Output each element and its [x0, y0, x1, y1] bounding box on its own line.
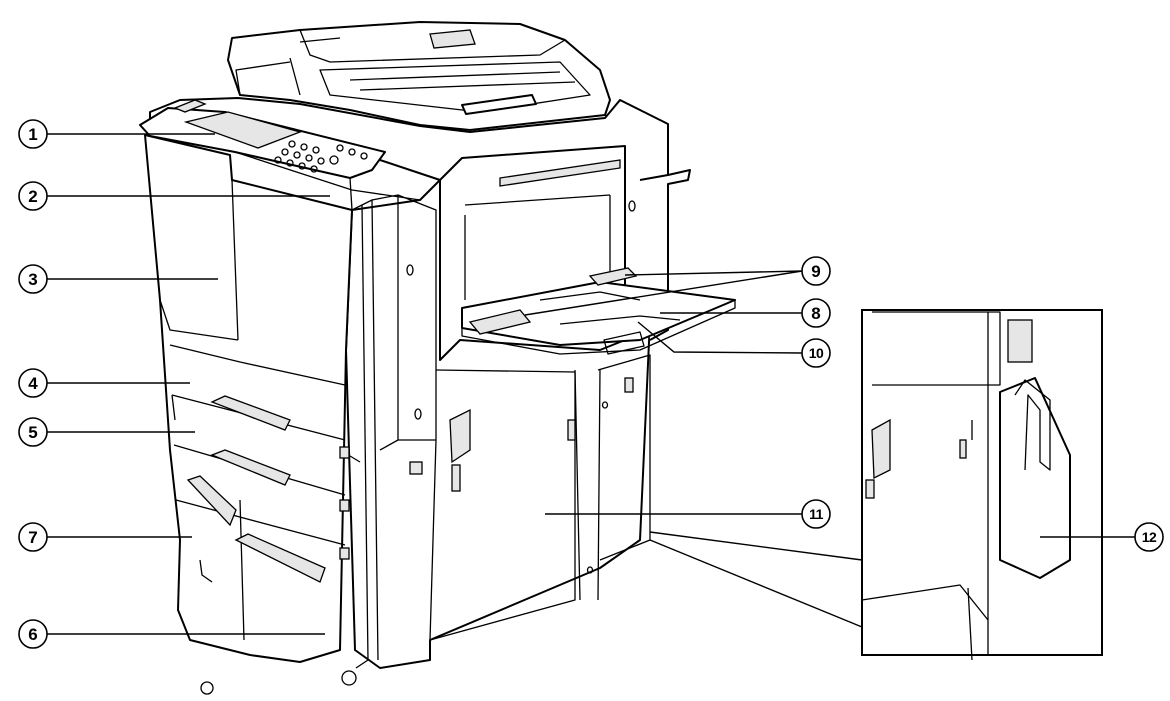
leader-10	[637, 321, 803, 354]
callouts: 1 2 3 4 5 7 6 9	[18, 119, 1164, 649]
callout-11: 11	[801, 499, 831, 529]
svg-text:11: 11	[809, 506, 824, 522]
svg-text:4: 4	[28, 374, 38, 393]
svg-text:2: 2	[28, 187, 37, 206]
leader-9a	[624, 270, 803, 276]
inset-detail	[649, 309, 1103, 661]
callout-7: 7	[18, 522, 48, 552]
leader-9b	[524, 270, 803, 316]
svg-text:7: 7	[28, 528, 37, 547]
waste-toner-box	[999, 377, 1071, 579]
slide-guide-front	[468, 309, 532, 335]
callout-2: 2	[18, 181, 48, 211]
callout-12: 12	[1134, 522, 1164, 552]
multi-purpose-tray	[461, 267, 736, 355]
cassettes	[169, 344, 357, 695]
callout-3: 3	[18, 264, 48, 294]
callout-4: 4	[18, 368, 48, 398]
svg-text:1: 1	[28, 125, 37, 144]
slide-guide-rear	[588, 267, 638, 286]
svg-text:12: 12	[1142, 529, 1157, 545]
touch-panel	[183, 111, 303, 149]
svg-text:9: 9	[811, 262, 820, 281]
document-processor	[227, 21, 611, 131]
svg-text:3: 3	[28, 270, 37, 289]
callout-8: 8	[801, 298, 831, 328]
svg-text:10: 10	[809, 345, 824, 361]
callout-1: 1	[18, 119, 48, 149]
callout-9: 9	[801, 256, 831, 286]
callout-6: 6	[18, 619, 48, 649]
callout-5: 5	[18, 417, 48, 447]
svg-text:5: 5	[28, 423, 37, 442]
panel-keys	[274, 140, 368, 173]
main-body	[139, 97, 691, 695]
callout-10: 10	[801, 338, 831, 368]
copier-illustration	[139, 21, 1103, 695]
leader-lines	[47, 133, 1135, 635]
svg-text:6: 6	[28, 625, 37, 644]
svg-text:8: 8	[811, 304, 820, 323]
